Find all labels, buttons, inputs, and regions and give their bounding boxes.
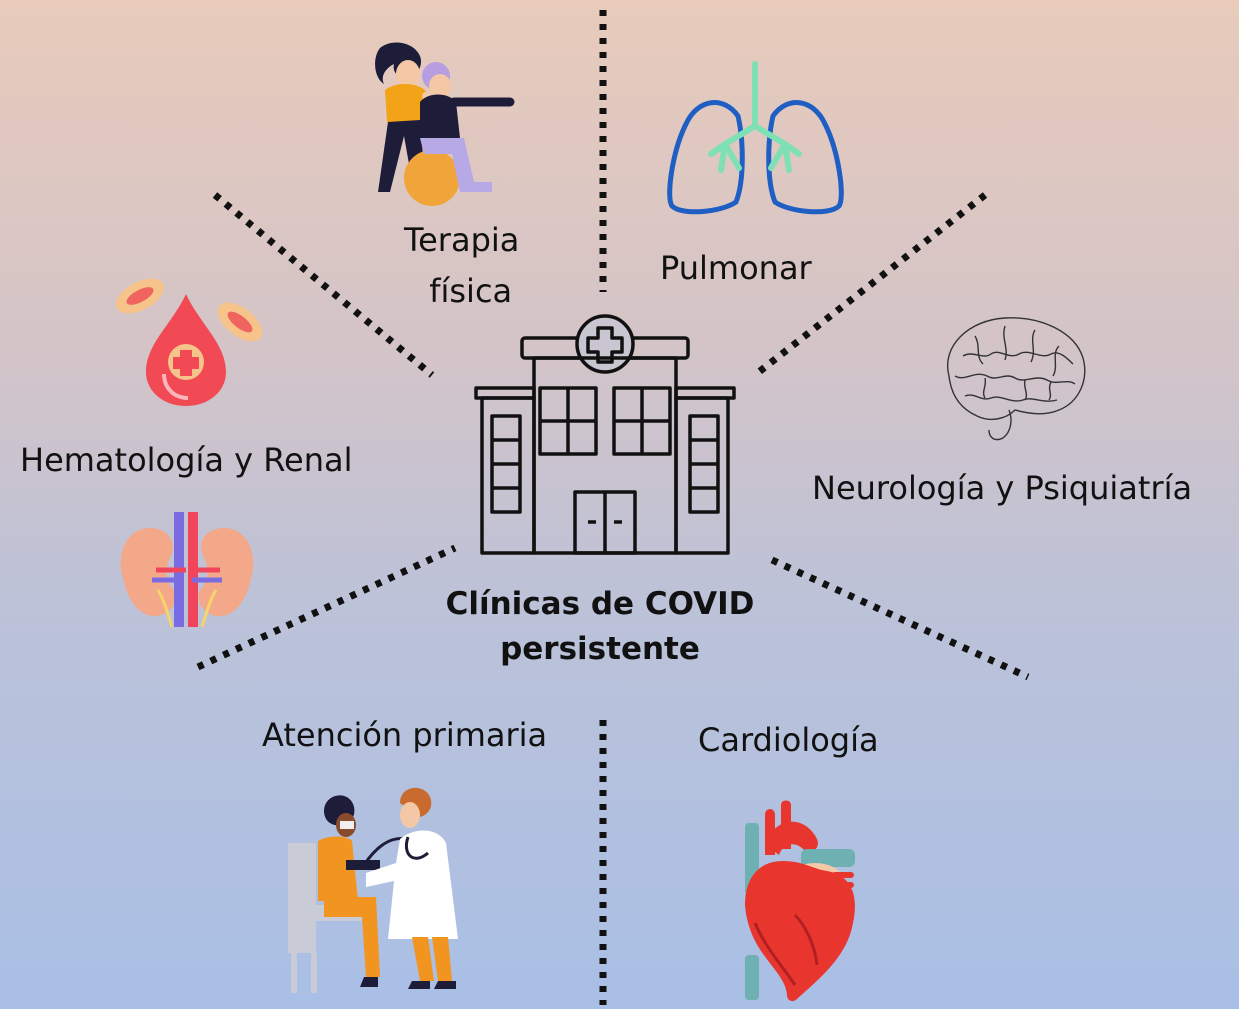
kidneys-icon [120, 512, 254, 628]
separator-upper-left [212, 192, 435, 378]
brain-icon [946, 317, 1086, 441]
label-physical-therapy: Terapia física [404, 215, 519, 317]
label-primary-care: Atención primaria [262, 716, 548, 754]
physical-therapy-icon [375, 42, 515, 206]
separator-lower-right [770, 556, 1030, 681]
label-neuro-psych: Neurología y Psiquiatría [812, 469, 1193, 507]
heart-icon [745, 800, 855, 1002]
blood-drop-icon [116, 278, 263, 406]
label-pulmonary: Pulmonar [660, 249, 812, 287]
label-hematology-renal: Hematología y Renal [20, 441, 353, 479]
separator-lower-left [196, 544, 457, 671]
center-title: Clínicas de COVID persistente [380, 582, 820, 672]
label-physical-therapy-line2: física [429, 272, 513, 311]
center-title-line1: Clínicas de COVID [445, 586, 755, 622]
separator-upper-right [752, 192, 988, 378]
label-physical-therapy-line1: Terapia [404, 221, 520, 259]
doctor-patient-icon [288, 787, 458, 993]
hospital-icon [474, 314, 736, 555]
lungs-icon [667, 61, 844, 215]
label-cardiology: Cardiología [698, 721, 879, 759]
center-title-line2: persistente [500, 630, 700, 667]
